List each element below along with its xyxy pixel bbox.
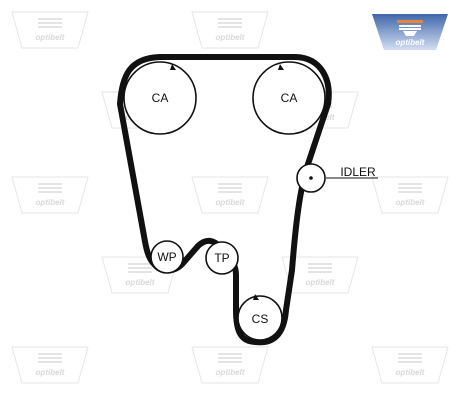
timing-mark-icon bbox=[278, 64, 284, 70]
timing-mark-icon bbox=[253, 294, 259, 300]
optibelt-watermark-icon: optibelt bbox=[11, 176, 89, 214]
watermark-text: optibelt bbox=[216, 198, 245, 207]
optibelt-watermark-icon: optibelt bbox=[191, 346, 269, 384]
pulley-label-wp: WP bbox=[157, 250, 176, 264]
pulley-idler: IDLER bbox=[296, 163, 378, 193]
brand-name: optibelt bbox=[396, 38, 425, 47]
pulley-crankshaft: CS bbox=[237, 294, 283, 341]
watermark-text: optibelt bbox=[36, 33, 65, 42]
watermark-text: optibelt bbox=[36, 368, 65, 377]
optibelt-watermark-icon: optibelt bbox=[11, 11, 89, 49]
idler-label: IDLER bbox=[340, 165, 376, 179]
watermark-text: optibelt bbox=[126, 278, 155, 287]
watermark-text: optibelt bbox=[396, 198, 425, 207]
watermark-text: optibelt bbox=[306, 278, 335, 287]
watermark-grid: optibelt optibelt optibelt optibelt optibelt… bbox=[11, 11, 449, 384]
pulley-water-pump: WP bbox=[150, 240, 184, 274]
pulley-tensioner: TP bbox=[205, 241, 239, 275]
pulley-label-ca-right: CA bbox=[281, 91, 298, 105]
pulley-ca-left: CA bbox=[123, 61, 197, 135]
watermark-text: optibelt bbox=[36, 198, 65, 207]
pulley-label-cs: CS bbox=[252, 312, 269, 326]
watermark-text: optibelt bbox=[396, 368, 425, 377]
optibelt-brand-badge: optibelt bbox=[372, 14, 448, 50]
timing-mark-icon bbox=[170, 64, 176, 70]
optibelt-watermark-icon: optibelt bbox=[11, 346, 89, 384]
optibelt-watermark-icon: optibelt bbox=[191, 11, 269, 49]
optibelt-logo-icon bbox=[397, 20, 423, 36]
pulley-label-ca-left: CA bbox=[152, 91, 169, 105]
optibelt-watermark-icon: optibelt bbox=[371, 346, 449, 384]
optibelt-watermark-icon: optibelt bbox=[371, 176, 449, 214]
pulley-label-tp: TP bbox=[214, 251, 229, 265]
watermark-text: optibelt bbox=[216, 33, 245, 42]
optibelt-watermark-icon: optibelt bbox=[191, 176, 269, 214]
watermark-text: optibelt bbox=[216, 368, 245, 377]
pulley-ca-right: CA bbox=[252, 61, 326, 135]
